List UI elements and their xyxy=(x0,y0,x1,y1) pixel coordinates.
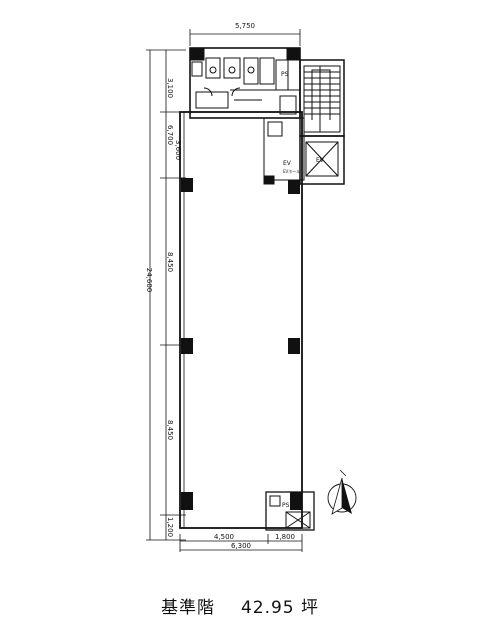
dim-segment-5: 8,450 xyxy=(166,420,174,440)
dim-segment-2: 6,700 xyxy=(166,125,174,145)
dim-segment-6: 1,200 xyxy=(166,517,174,537)
dim-bottom-left: 4,500 xyxy=(214,533,234,541)
dim-top-width: 5,750 xyxy=(235,22,255,30)
floor-area: 42.95 坪 xyxy=(240,598,320,618)
label-ps: PS xyxy=(281,71,289,78)
staircase xyxy=(299,59,345,137)
elevator-block xyxy=(263,117,345,185)
dim-bottom-total: 6,300 xyxy=(231,542,251,550)
label-ev-right: EV xyxy=(316,157,325,164)
dim-segment-3: 3,600 xyxy=(174,140,182,160)
dim-segment-4: 8,450 xyxy=(166,252,174,272)
structural-columns xyxy=(181,178,302,510)
left-dimension-lines xyxy=(146,49,186,541)
label-ps-lower: PS xyxy=(282,502,290,509)
dim-bottom-right: 1,800 xyxy=(275,533,295,541)
dim-overall-height: 24,600 xyxy=(145,268,153,293)
floor-plan: 5,750 24,600 3,100 6,700 3,600 8,450 8,4… xyxy=(145,22,357,552)
label-ev-hall: EVホール xyxy=(283,169,300,174)
north-arrow-icon xyxy=(327,469,357,515)
office-room xyxy=(179,111,303,529)
bottom-dimension-lines xyxy=(179,534,303,552)
dim-segment-1: 3,100 xyxy=(166,78,174,98)
lower-core xyxy=(265,491,315,531)
service-core xyxy=(189,47,301,119)
floor-caption: 基準階 42.95 坪 xyxy=(0,593,480,618)
floor-name: 基準階 xyxy=(160,598,215,618)
label-ev: EV xyxy=(283,160,292,167)
top-dimension xyxy=(189,29,301,46)
